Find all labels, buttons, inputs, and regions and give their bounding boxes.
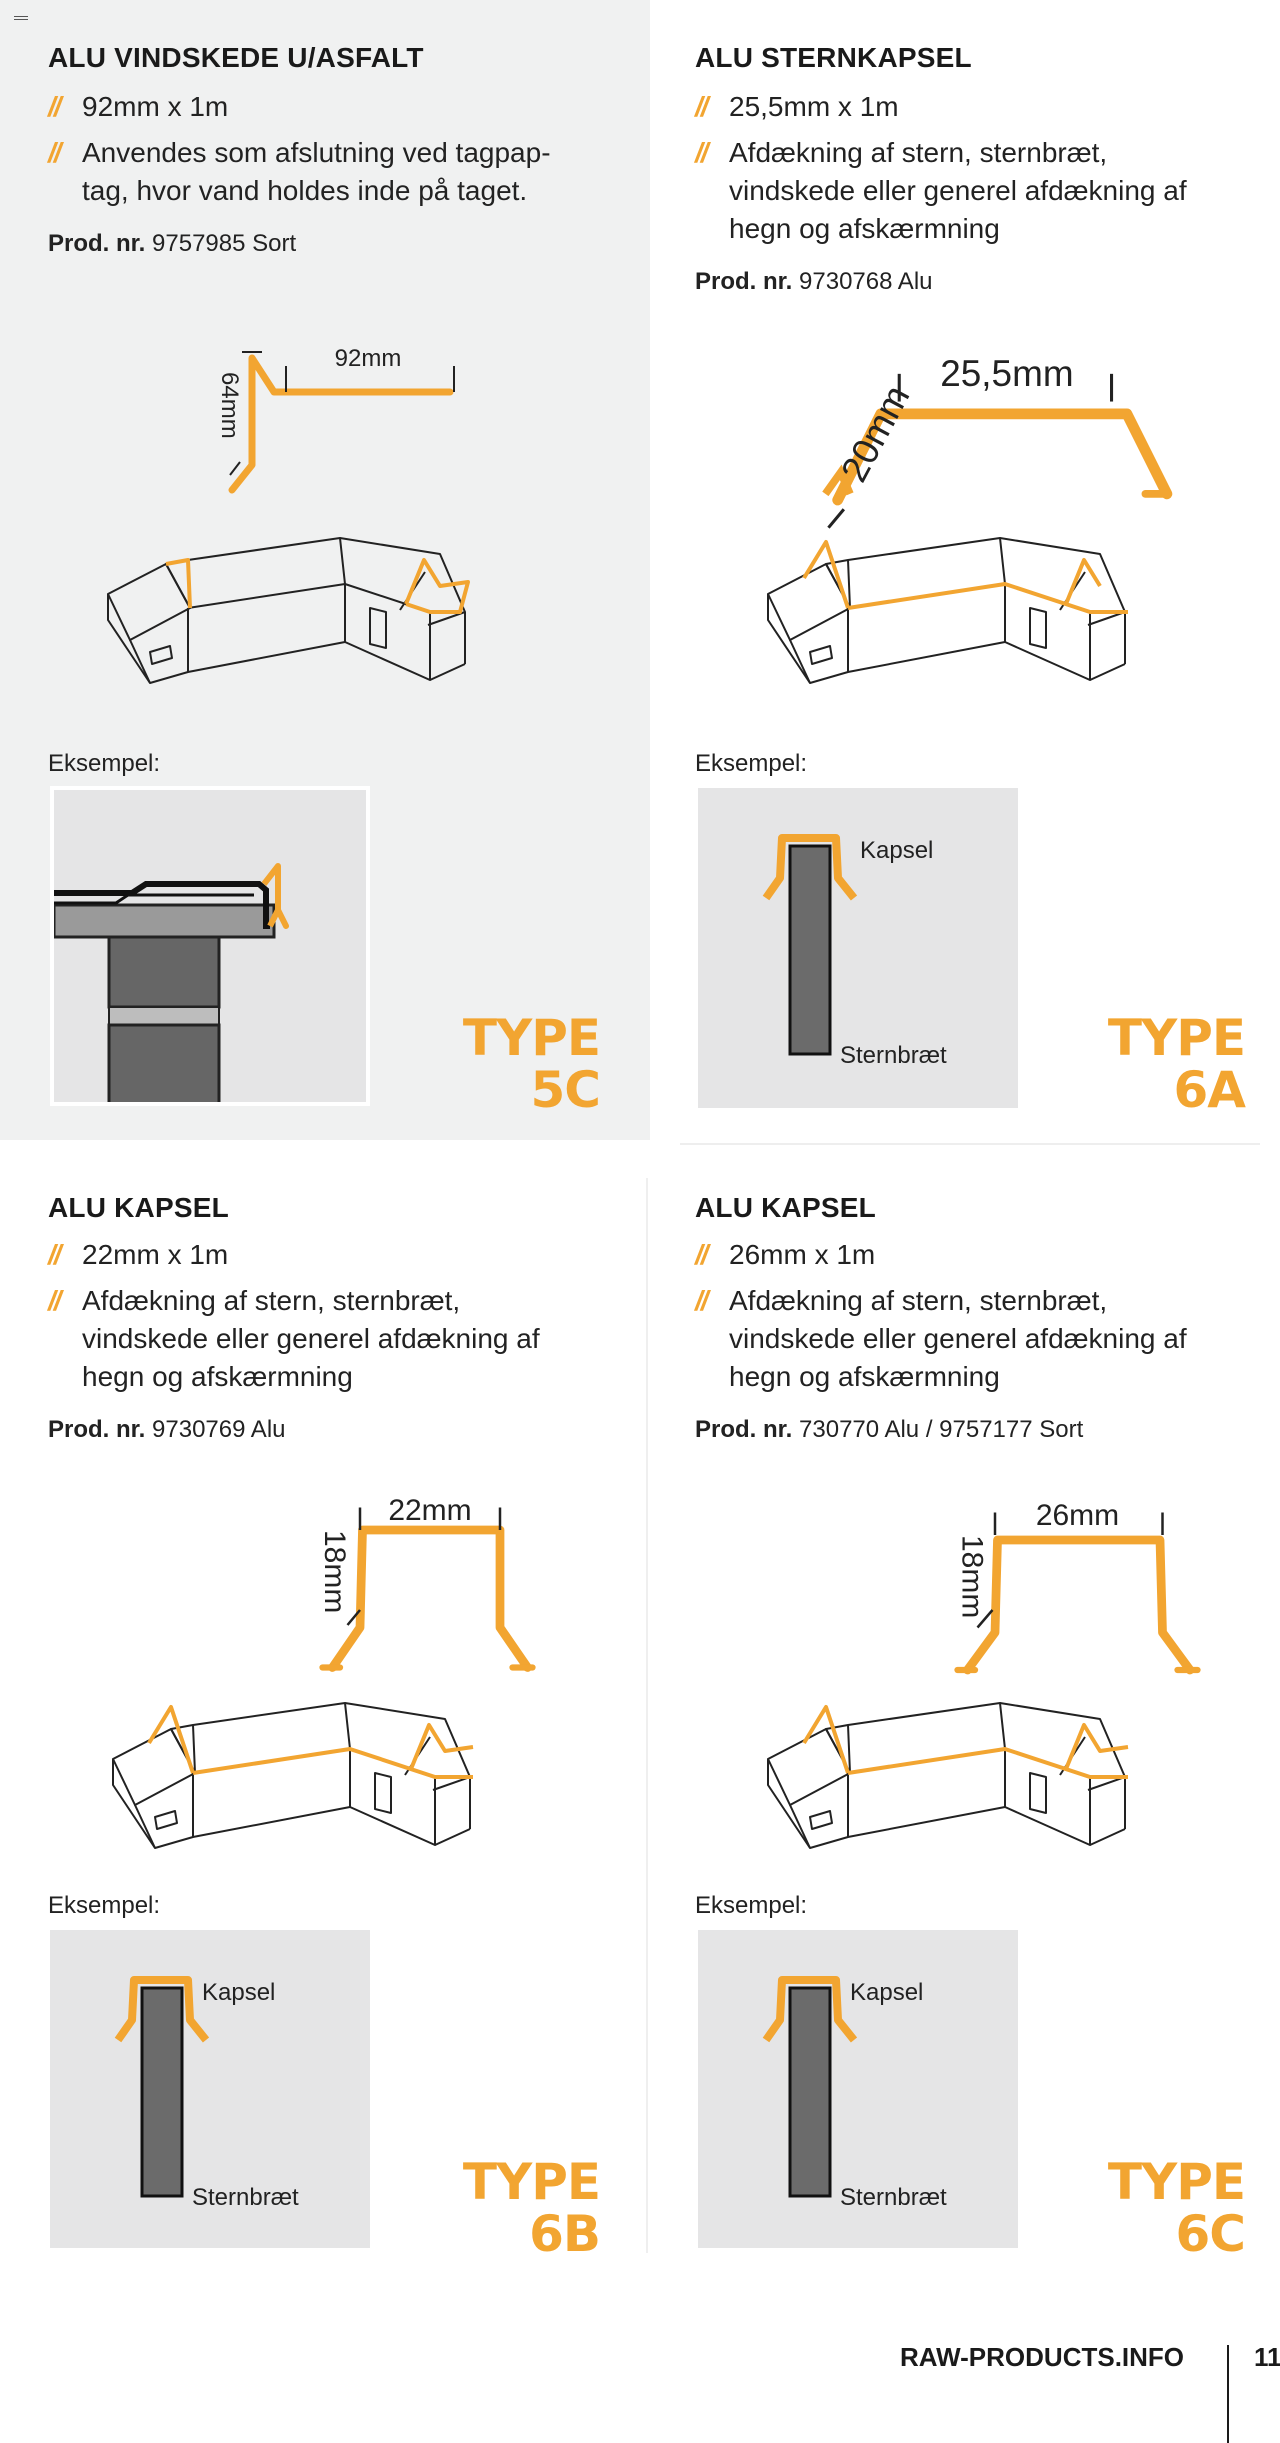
dim-width: 26mm <box>1036 1499 1119 1532</box>
product-card-type-6b: ALU KAPSEL // 22mm x 1m // Afdækning af … <box>0 1140 650 2290</box>
sternbraet-label: Sternbræt <box>192 2184 299 2211</box>
dim-height: 18mm <box>956 1535 989 1618</box>
type-badge: TYPE 6A <box>1107 1009 1246 1119</box>
profile-diagram-6a: 25,5mm 20mm <box>822 353 1173 529</box>
double-slash-icon: // <box>48 91 61 122</box>
example-image-5c <box>50 786 370 1106</box>
bullet-size: // 92mm x 1m <box>48 88 228 126</box>
product-number: Prod. nr. 730770 Alu / 9757177 Sort <box>695 1416 1084 1443</box>
dim-width: 22mm <box>388 1494 471 1527</box>
product-title: ALU VINDSKEDE U/ASFALT <box>48 42 424 73</box>
double-slash-icon: // <box>695 91 708 122</box>
sternbraet-label: Sternbræt <box>840 2184 947 2211</box>
dim-height: 18mm <box>318 1530 351 1613</box>
page-number: 11 <box>1254 2342 1280 2372</box>
product-number: Prod. nr. 9757985 Sort <box>48 230 297 257</box>
bullet-description: // Anvendes som afslutning ved tagpap- t… <box>48 134 551 210</box>
kapsel-label: Kapsel <box>202 1979 275 2006</box>
example-label: Eksempel: <box>695 1892 808 1919</box>
example-image-6c: Kapsel Sternbræt <box>698 1930 1018 2248</box>
dim-width: 92mm <box>335 345 402 372</box>
section-divider <box>680 1143 1260 1145</box>
example-image-6a: Kapsel Sternbræt <box>698 788 1018 1108</box>
sternbraet-label: Sternbræt <box>840 1042 947 1069</box>
double-slash-icon: // <box>695 1239 708 1270</box>
type-badge: TYPE 5C <box>462 1009 601 1119</box>
column-divider <box>646 1178 648 2253</box>
type-badge: TYPE 6B <box>462 2153 601 2263</box>
product-card-type-5c: ALU VINDSKEDE U/ASFALT // 92mm x 1m // A… <box>0 0 650 1140</box>
roof-edge-illustration <box>54 863 289 1102</box>
example-label: Eksempel: <box>695 750 808 777</box>
double-slash-icon: // <box>695 1285 708 1316</box>
double-slash-icon: // <box>48 1285 61 1316</box>
footer-website[interactable]: RAW-PRODUCTS.INFO <box>900 2342 1185 2372</box>
profile-diagram-6c: 26mm 18mm <box>954 1499 1201 1675</box>
bullet-description: // Afdækning af stern, sternbræt, vindsk… <box>695 134 1187 248</box>
product-number: Prod. nr. 9730769 Alu <box>48 1416 286 1443</box>
house-illustration-6c <box>767 1702 1129 1849</box>
example-label: Eksempel: <box>48 1892 161 1919</box>
bullet-size: // 22mm x 1m <box>48 1236 228 1274</box>
profile-diagram-6b: 22mm 18mm <box>318 1494 536 1672</box>
product-title: ALU STERNKAPSEL <box>695 42 972 73</box>
type-badge: TYPE 6C <box>1107 2153 1246 2263</box>
product-card-type-6a: ALU STERNKAPSEL // 25,5mm x 1m // Afdækn… <box>650 0 1280 1140</box>
cap-on-board-illustration: Kapsel Sternbræt <box>762 1976 947 2211</box>
product-title: ALU KAPSEL <box>48 1192 229 1223</box>
product-card-type-6c: ALU KAPSEL // 26mm x 1m // Afdækning af … <box>650 1140 1280 2290</box>
kapsel-label: Kapsel <box>850 1979 923 2006</box>
example-image-6b: Kapsel Sternbræt <box>50 1930 370 2248</box>
profile-diagram-5c: 92mm 64mm <box>216 345 455 494</box>
kapsel-label: Kapsel <box>860 837 933 864</box>
dim-width: 25,5mm <box>940 353 1073 394</box>
menu-icon[interactable] <box>14 16 28 22</box>
product-number: Prod. nr. 9730768 Alu <box>695 268 933 295</box>
double-slash-icon: // <box>695 137 708 168</box>
bullet-size: // 25,5mm x 1m <box>695 88 899 126</box>
house-illustration-6a <box>767 537 1128 684</box>
house-illustration-6b <box>112 1702 474 1849</box>
double-slash-icon: // <box>48 1239 61 1270</box>
bullet-description: // Afdækning af stern, sternbræt, vindsk… <box>695 1282 1187 1396</box>
cap-on-board-illustration: Kapsel Sternbræt <box>114 1976 299 2211</box>
double-slash-icon: // <box>48 137 61 168</box>
dim-height: 64mm <box>216 372 243 439</box>
cap-on-board-illustration: Kapsel Sternbræt <box>762 834 947 1069</box>
dim-height: 20mm <box>833 379 917 489</box>
example-label: Eksempel: <box>48 750 161 777</box>
product-title: ALU KAPSEL <box>695 1192 876 1223</box>
footer-divider <box>1227 2345 1229 2443</box>
house-illustration-5c <box>107 537 470 684</box>
bullet-size: // 26mm x 1m <box>695 1236 875 1274</box>
bullet-description: // Afdækning af stern, sternbræt, vindsk… <box>48 1282 540 1396</box>
